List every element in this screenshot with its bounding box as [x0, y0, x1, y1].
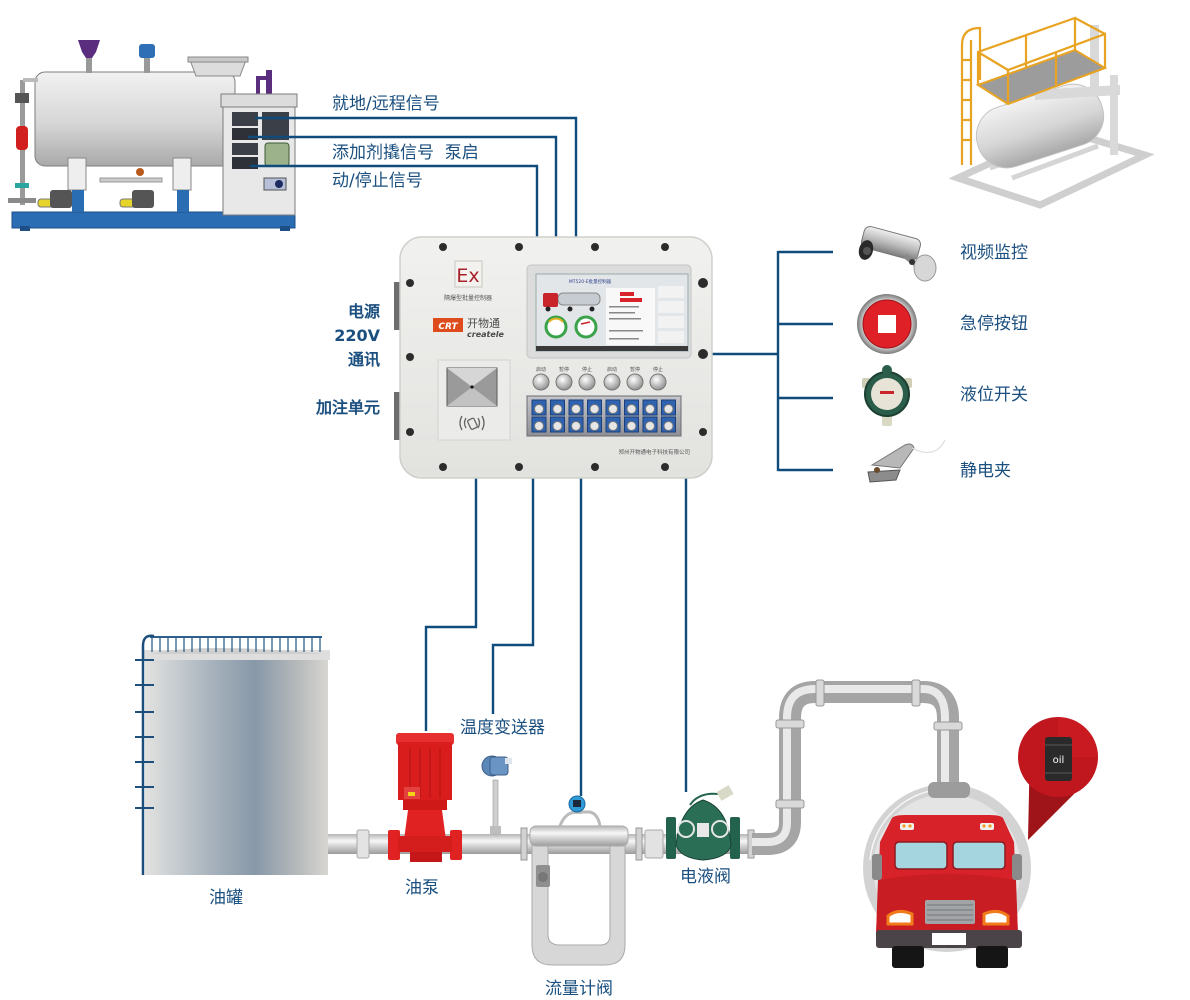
button-label-stop-1: 停止: [582, 366, 592, 373]
terminal-screw: [608, 404, 618, 414]
peripheral-label-camera: 视频监控: [960, 243, 1028, 263]
signal-lines: [248, 116, 833, 796]
terminal-screw: [571, 421, 581, 431]
loading-skid-illustration: [948, 16, 1155, 209]
terminal-screw: [663, 404, 674, 414]
brand-badge: [433, 318, 463, 332]
oil-bubble-label: oil: [1053, 755, 1065, 766]
device-label-oil-pump: 油泵: [405, 878, 439, 898]
peripheral-label-emergency-stop: 急停按钮: [960, 314, 1028, 334]
brand-badge-text: CRT: [438, 322, 458, 332]
panel-button: [532, 373, 550, 391]
controller-buttons: 启动 暂停 停止 启动 暂停 停止: [532, 366, 667, 391]
brand-name-en: createle: [467, 330, 505, 339]
oil-pump-illustration: [388, 733, 462, 862]
ex-mark: Ex: [456, 265, 479, 287]
terminal-screw: [663, 421, 674, 431]
level-switch-icon: [862, 365, 912, 426]
terminal-screw: [552, 421, 563, 431]
signal-line-pump-start-stop: [250, 164, 539, 237]
panel-button: [603, 373, 621, 391]
terminal-screw: [626, 421, 637, 431]
additive-skid-illustration: [8, 40, 298, 231]
panel-button: [555, 373, 573, 391]
signal-line-temp-transmitter: [491, 478, 535, 714]
terminal-screw: [626, 404, 637, 414]
flow-meter-illustration: [529, 795, 629, 966]
button-label-start-2: 启动: [607, 366, 617, 373]
button-label-stop-2: 停止: [653, 366, 663, 373]
emergency-stop-icon: [857, 294, 917, 354]
terminal-screw: [571, 404, 581, 414]
signal-line-pump: [424, 478, 478, 731]
brand-name-cn: 开物通: [467, 316, 500, 330]
terminal-screw: [645, 421, 655, 431]
camera-icon: [858, 225, 937, 282]
device-label-temp-transmitter: 温度变送器: [460, 718, 545, 738]
electro-hydraulic-valve-illustration: [666, 785, 740, 861]
signal-line-local-remote: [255, 116, 578, 237]
signal-label-pump-start-stop: 动/停止信号: [332, 171, 423, 191]
peripheral-label-level-switch: 液位开关: [960, 385, 1028, 405]
batch-controller: Ex 隔爆型批量控制器 CRT 开物通 createle MT520-E批量控制…: [394, 236, 713, 479]
input-label-power: 电源: [347, 302, 380, 321]
button-label-start-1: 启动: [536, 366, 546, 373]
tanker-truck-illustration: [863, 782, 1031, 968]
manufacturer-label: 郑州开物通电子科技有限公司: [618, 448, 690, 456]
device-label-oil-tank: 油罐: [209, 888, 243, 908]
signal-line-additive-skid: [248, 135, 558, 237]
button-label-pause-2: 暂停: [630, 366, 640, 373]
terminal-screw: [552, 404, 563, 414]
card-reader: [437, 359, 511, 441]
controller-type-label: 隔爆型批量控制器: [444, 294, 492, 302]
panel-button: [578, 373, 596, 391]
controller-screen: MT520-E批量控制器: [526, 264, 692, 359]
terminal-screw: [534, 421, 544, 431]
terminal-screw: [608, 421, 618, 431]
input-label-voltage: 220V: [334, 326, 380, 345]
signal-label-local-remote: 就地/远程信号: [332, 94, 440, 114]
input-label-filling-unit: 加注单元: [315, 398, 380, 417]
nfc-icon: [459, 415, 485, 431]
terminal-screw: [534, 404, 544, 414]
terminal-screw: [589, 421, 600, 431]
oil-tank-illustration: [135, 634, 330, 875]
terminal-screw: [645, 404, 655, 414]
device-label-flow-meter: 流量计阀: [545, 979, 613, 999]
static-clamp-icon: [867, 439, 946, 483]
device-label-valve: 电液阀: [680, 867, 731, 887]
controller-bolts: [406, 243, 708, 471]
panel-button: [626, 373, 644, 391]
button-label-pause-1: 暂停: [559, 366, 569, 373]
terminal-strip: [526, 395, 682, 437]
panel-button: [649, 373, 667, 391]
temperature-transmitter-illustration: [481, 755, 512, 835]
signal-label-additive-skid: 添加剂撬信号 泵启: [332, 143, 479, 163]
loading-pipe: [752, 679, 963, 855]
terminal-screw: [589, 404, 600, 414]
screen-title: MT520-E批量控制器: [569, 278, 612, 285]
input-label-communication: 通讯: [347, 350, 380, 369]
peripheral-label-static-clamp: 静电夹: [960, 461, 1011, 481]
oil-bubble-icon: oil: [1018, 717, 1098, 840]
